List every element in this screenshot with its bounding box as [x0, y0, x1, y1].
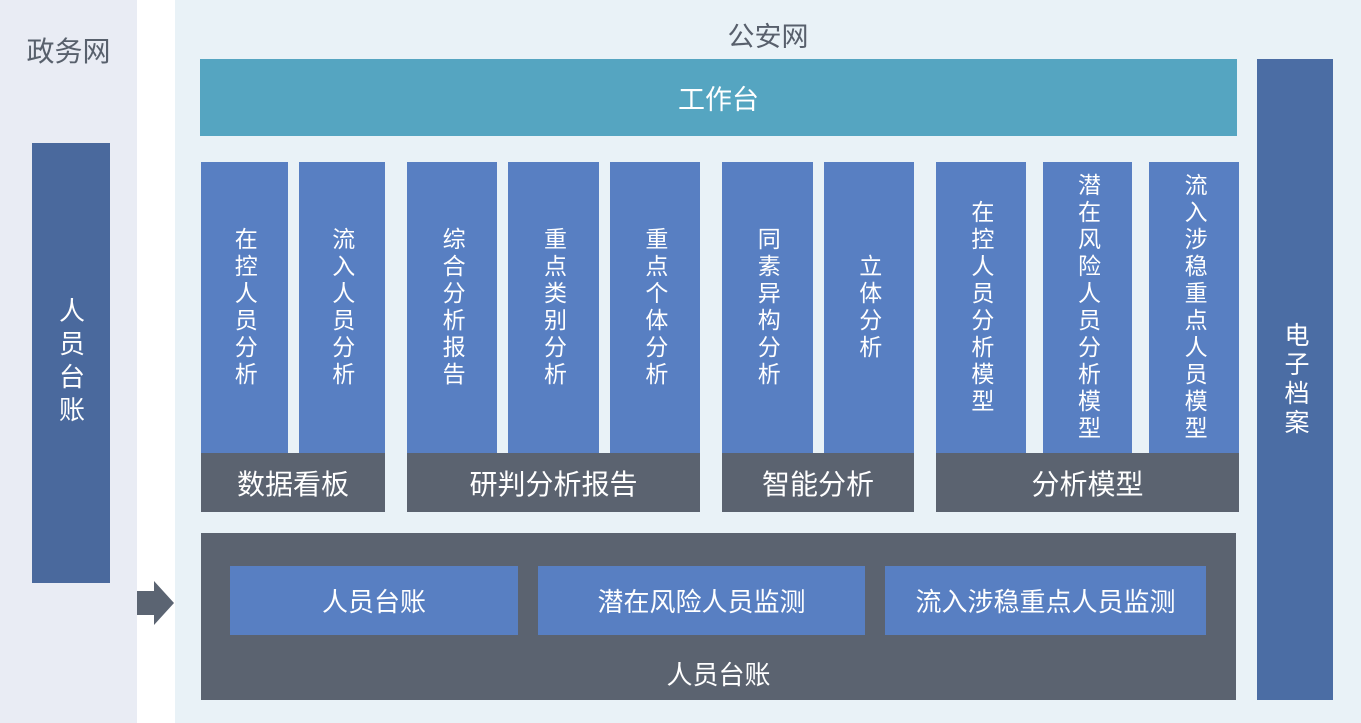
group-label: 数据看板	[201, 453, 385, 512]
potential-risk-monitoring-button: 潜在风险人员监测	[538, 566, 865, 635]
module-block: 综合分析报告	[407, 162, 498, 453]
electronic-archive-label: 电子档案	[1281, 321, 1309, 438]
group-columns: 在控人员分析 流入人员分析	[201, 162, 385, 453]
module-label: 在控人员分析	[231, 226, 258, 389]
workbench-label: 工作台	[678, 85, 759, 115]
module-label: 重点类别分析	[540, 226, 567, 389]
module-label: 综合分析报告	[439, 226, 466, 389]
personnel-ledger-panel-label: 人员台账	[666, 660, 771, 690]
personnel-ledger-source-label: 人员台账	[55, 297, 86, 429]
module-label: 同素异构分析	[754, 226, 781, 389]
module-label: 立体分析	[855, 253, 882, 362]
module-groups: 在控人员分析 流入人员分析 数据看板 综合分析报告 重点类别分析 重点个体分析	[201, 162, 1240, 512]
module-label: 流入人员分析	[328, 226, 355, 389]
module-block: 在控人员分析	[201, 162, 288, 453]
right-arrow-icon	[137, 581, 174, 625]
module-label: 在控人员分析模型	[967, 199, 994, 416]
group-data-dashboard: 在控人员分析 流入人员分析 数据看板	[201, 162, 385, 512]
group-label: 研判分析报告	[407, 453, 700, 512]
inflow-key-person-monitoring-button: 流入涉稳重点人员监测	[885, 566, 1206, 635]
module-block: 流入人员分析	[298, 162, 385, 453]
public-security-network-title: 公安网	[727, 22, 809, 52]
module-block: 重点类别分析	[508, 162, 599, 453]
module-label: 潜在风险人员分析模型	[1074, 172, 1101, 443]
group-analysis-models: 在控人员分析模型 潜在风险人员分析模型 流入涉稳重点人员模型 分析模型	[936, 162, 1240, 512]
workbench-bar: 工作台	[200, 59, 1237, 136]
group-label: 分析模型	[936, 453, 1239, 512]
group-intelligent-analysis: 同素异构分析 立体分析 智能分析	[722, 162, 914, 512]
module-block: 立体分析	[823, 162, 914, 453]
personnel-ledger-button: 人员台账	[230, 566, 518, 635]
module-label: 重点个体分析	[641, 226, 668, 389]
group-columns: 综合分析报告 重点类别分析 重点个体分析	[407, 162, 700, 453]
module-label: 流入涉稳重点人员模型	[1181, 172, 1208, 443]
module-block: 重点个体分析	[609, 162, 700, 453]
government-network-title: 政务网	[26, 36, 111, 67]
group-analysis-report: 综合分析报告 重点类别分析 重点个体分析 研判分析报告	[407, 162, 700, 512]
module-block: 潜在风险人员分析模型	[1042, 162, 1133, 453]
group-columns: 在控人员分析模型 潜在风险人员分析模型 流入涉稳重点人员模型	[936, 162, 1240, 453]
personnel-ledger-source-bar: 人员台账	[32, 143, 110, 583]
ledger-button-row: 人员台账 潜在风险人员监测 流入涉稳重点人员监测	[230, 566, 1206, 635]
module-block: 同素异构分析	[722, 162, 813, 453]
public-security-network-panel: 公安网 工作台 在控人员分析 流入人员分析 数据看板 综合分析报告 重点类别	[175, 0, 1361, 723]
personnel-ledger-panel: 人员台账 潜在风险人员监测 流入涉稳重点人员监测 人员台账	[201, 533, 1236, 700]
government-network-panel: 政务网 人员台账	[0, 0, 137, 723]
group-label: 智能分析	[722, 453, 914, 512]
group-columns: 同素异构分析 立体分析	[722, 162, 914, 453]
module-block: 流入涉稳重点人员模型	[1149, 162, 1240, 453]
electronic-archive-bar: 电子档案	[1257, 59, 1333, 700]
module-block: 在控人员分析模型	[936, 162, 1026, 453]
